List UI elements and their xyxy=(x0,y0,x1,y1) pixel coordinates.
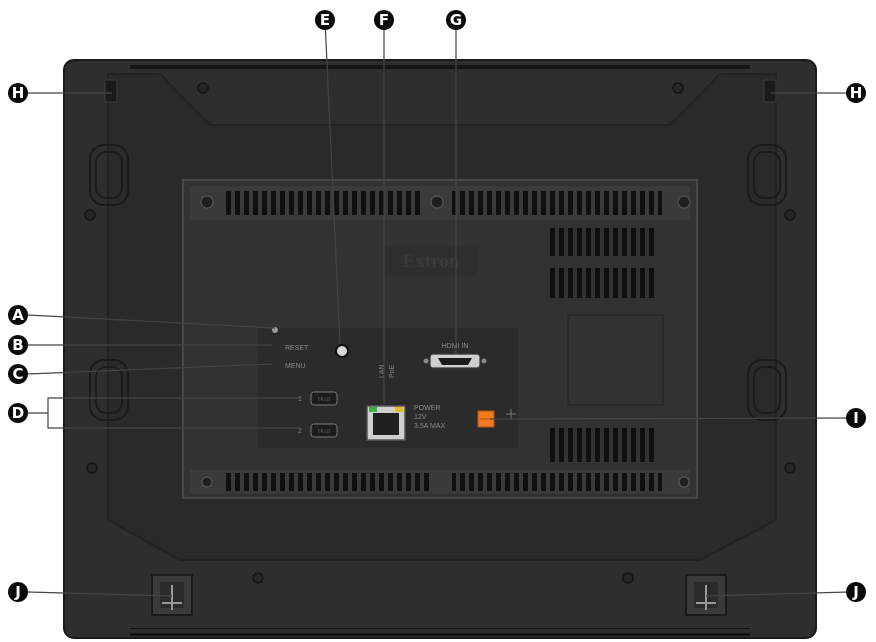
hdmi-port-socket xyxy=(438,358,472,365)
logo-plate xyxy=(385,246,477,276)
bottom-vent-slots-left xyxy=(222,473,432,491)
menu-label: MENU xyxy=(285,363,306,370)
power-label-line3: 3.5A MAX xyxy=(414,423,445,430)
callout-j-right: J xyxy=(846,582,866,602)
housing-screw-holes xyxy=(84,82,796,584)
svg-text:H: H xyxy=(850,84,863,102)
top-edge-vents xyxy=(130,62,750,70)
lan-led-activity xyxy=(395,407,403,412)
hdmi-screw-right xyxy=(481,358,487,364)
callout-i: I xyxy=(846,408,866,428)
callout-a: A xyxy=(8,305,28,325)
callout-j-left: J xyxy=(8,582,28,602)
svg-text:J: J xyxy=(14,583,21,601)
svg-text:B: B xyxy=(12,336,23,354)
usb-port-1-label: Host xyxy=(318,397,331,403)
usb-port-1[interactable] xyxy=(310,391,338,406)
hdmi-screw-left xyxy=(423,358,429,364)
hdmi-label: HDMI IN xyxy=(442,343,469,350)
top-hook-slots xyxy=(104,79,777,103)
callout-g: G xyxy=(446,10,466,30)
svg-text:H: H xyxy=(12,84,25,102)
brand-logo: Extron xyxy=(403,251,460,272)
top-vent-slots-left xyxy=(222,191,422,215)
lan-label: LAN xyxy=(379,364,386,378)
svg-text:I: I xyxy=(853,409,859,427)
top-vent-slots-right xyxy=(452,191,662,215)
svg-text:F: F xyxy=(379,11,389,29)
power-label-line2: 12V xyxy=(414,414,427,421)
side-mount-cutouts xyxy=(89,144,787,421)
bottom-vent-slots-right xyxy=(452,473,662,491)
module-screws-bottom xyxy=(201,476,690,488)
menu-button[interactable] xyxy=(335,344,349,358)
svg-text:J: J xyxy=(852,583,859,601)
power-label-line1: POWER xyxy=(414,405,440,412)
poe-label: PoE xyxy=(389,364,396,378)
svg-text:E: E xyxy=(320,11,330,29)
svg-text:C: C xyxy=(12,365,23,383)
callout-f: F xyxy=(374,10,394,30)
callout-markers: A B C D E F G H H I J J xyxy=(8,10,866,602)
callout-lines xyxy=(26,19,850,597)
callout-c: C xyxy=(8,364,28,384)
svg-text:D: D xyxy=(12,404,24,422)
usb-port-2[interactable] xyxy=(310,423,338,438)
bottom-mount-brackets xyxy=(151,574,727,616)
usb-port-1-number: 1 xyxy=(298,396,302,403)
module-screws-top xyxy=(200,195,691,209)
callout-h-left: H xyxy=(8,83,28,103)
svg-text:G: G xyxy=(450,11,462,29)
callout-h-right: H xyxy=(846,83,866,103)
usb-port-2-number: 2 xyxy=(298,428,302,435)
reset-label: RESET xyxy=(285,345,309,352)
callout-d: D xyxy=(8,403,28,423)
callout-b: B xyxy=(8,335,28,355)
lan-port-socket xyxy=(373,413,399,435)
lan-led-link xyxy=(369,407,377,412)
bottom-edge-vents xyxy=(130,628,750,636)
callout-e: E xyxy=(315,10,335,30)
right-vent-grid xyxy=(548,228,664,462)
usb-port-2-label: Host xyxy=(318,429,331,435)
svg-text:A: A xyxy=(12,306,24,324)
